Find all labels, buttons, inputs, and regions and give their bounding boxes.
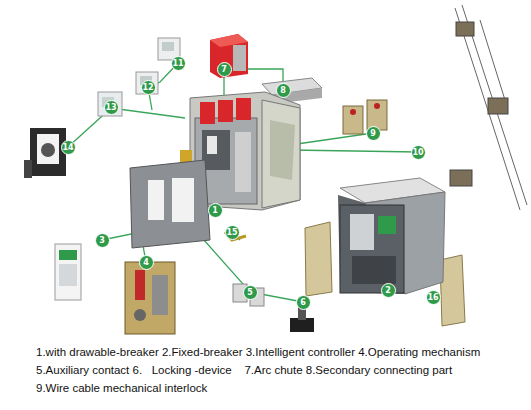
- legend-text: 5.Auxiliary contact 6. Locking -device 7…: [36, 363, 452, 377]
- callout-number: 4: [139, 255, 154, 270]
- callout-number: 11: [171, 56, 186, 71]
- callout-number: 15: [225, 225, 240, 240]
- callout-number: 5: [243, 285, 258, 300]
- callout-number: 12: [141, 80, 156, 95]
- callout-number: 13: [104, 100, 119, 115]
- callout-number: 10: [411, 145, 426, 160]
- callout-number: 2: [381, 283, 396, 298]
- callout-number: 8: [276, 83, 291, 98]
- callout-number: 16: [426, 290, 441, 305]
- legend-text: 1.with drawable-breaker 2.Fixed-breaker …: [36, 345, 480, 359]
- callout-number: 6: [296, 295, 311, 310]
- callout-number: 1: [208, 203, 223, 218]
- callout-number: 7: [217, 62, 232, 77]
- fixed-breaker: [338, 178, 445, 294]
- callout-number: 3: [95, 233, 110, 248]
- legend-text: 9.Wire cable mechanical interlock: [36, 381, 207, 395]
- callout-number: 9: [366, 126, 381, 141]
- callout-number: 14: [61, 140, 76, 155]
- mechanism-part: [24, 128, 66, 178]
